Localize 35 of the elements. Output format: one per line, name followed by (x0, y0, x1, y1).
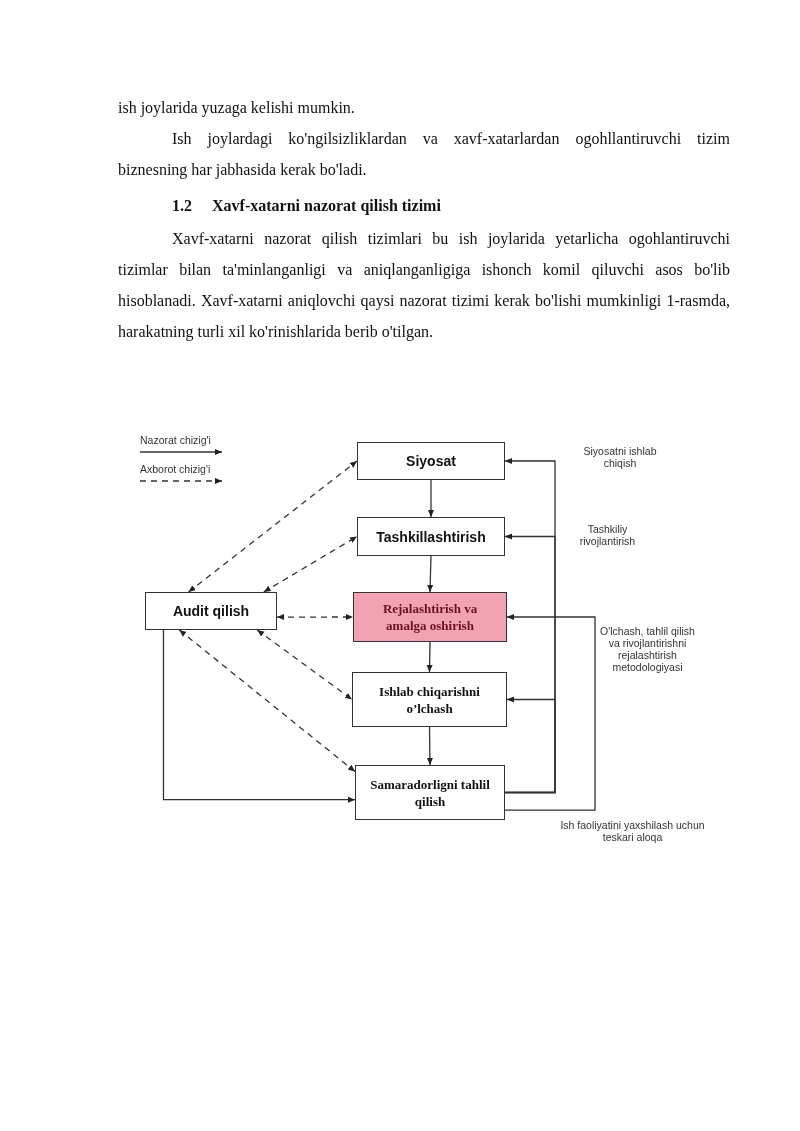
annotation-text: Tashkiliy rivojlantirish (578, 523, 637, 547)
arrow (426, 641, 433, 673)
arrow (256, 629, 353, 701)
legend-label: Axborot chizig'i (140, 463, 211, 475)
section-heading: Xavf-xatarni nazorat qilish tizimi (212, 196, 442, 217)
box-label: Samaradorligni tahlil qilish (369, 775, 491, 810)
process-box (357, 517, 505, 556)
annotation-text: O'lchash, tahlil qilish va rivojlantirishni rejalashtirish metodologiyasi (600, 625, 695, 673)
section-number: 1.2 (172, 196, 193, 216)
body-text: ish joylarida yuzaga kelishi mumkin. (118, 98, 356, 119)
arrow (426, 726, 433, 766)
process-box (352, 672, 507, 727)
process-box (357, 442, 505, 480)
process-box (353, 592, 507, 642)
box-label: Audit qilish (172, 603, 250, 619)
process-box (145, 592, 277, 630)
arrow (263, 535, 358, 593)
box-label: Siyosat (406, 453, 456, 469)
box-label: Tashkillashtirish (376, 528, 486, 545)
arrow (276, 614, 354, 621)
box-label: Ishlab chiqarishni o’lchash (378, 682, 481, 717)
arrow (504, 696, 556, 794)
paragraph: Ish joylardagi ko'ngilsizliklardan va xavf-xatarlardan ogohllantiruvchi tizim biznesning har jabhasida kerak bo'ladi. (118, 129, 730, 181)
annotation-text: Siyosatni ishlab chiqish (582, 445, 658, 469)
paragraph: Xavf-xatarni nazorat qilish tizimlari bu ish joylarida yetarlicha ogohlantiruvchi tizimlar bilan ta'minlanganligi va aniqlanganligiga ishonch komil qiluvchi asos bo'lib hisoblanadi. Xavf-xatarni aniqlovchi qaysi nazorat tizimi kerak bo'lishi mumkinligi 1-rasmda, harakatning turli xil ko'rinishlarida berib o'tilgan. (118, 229, 730, 343)
process-box (355, 765, 505, 820)
arrow (428, 479, 434, 518)
box-label: Rejalashtirish va amalga oshirish (381, 600, 479, 634)
arrow (187, 460, 358, 593)
arrow (427, 555, 434, 593)
arrow (162, 629, 356, 803)
annotation-text: Ish faoliyatini yaxshilash uchun teskari aloqa (560, 819, 705, 843)
arrow (178, 629, 356, 773)
arrow (504, 614, 596, 811)
legend-label: Nazorat chizig'i (140, 434, 211, 446)
